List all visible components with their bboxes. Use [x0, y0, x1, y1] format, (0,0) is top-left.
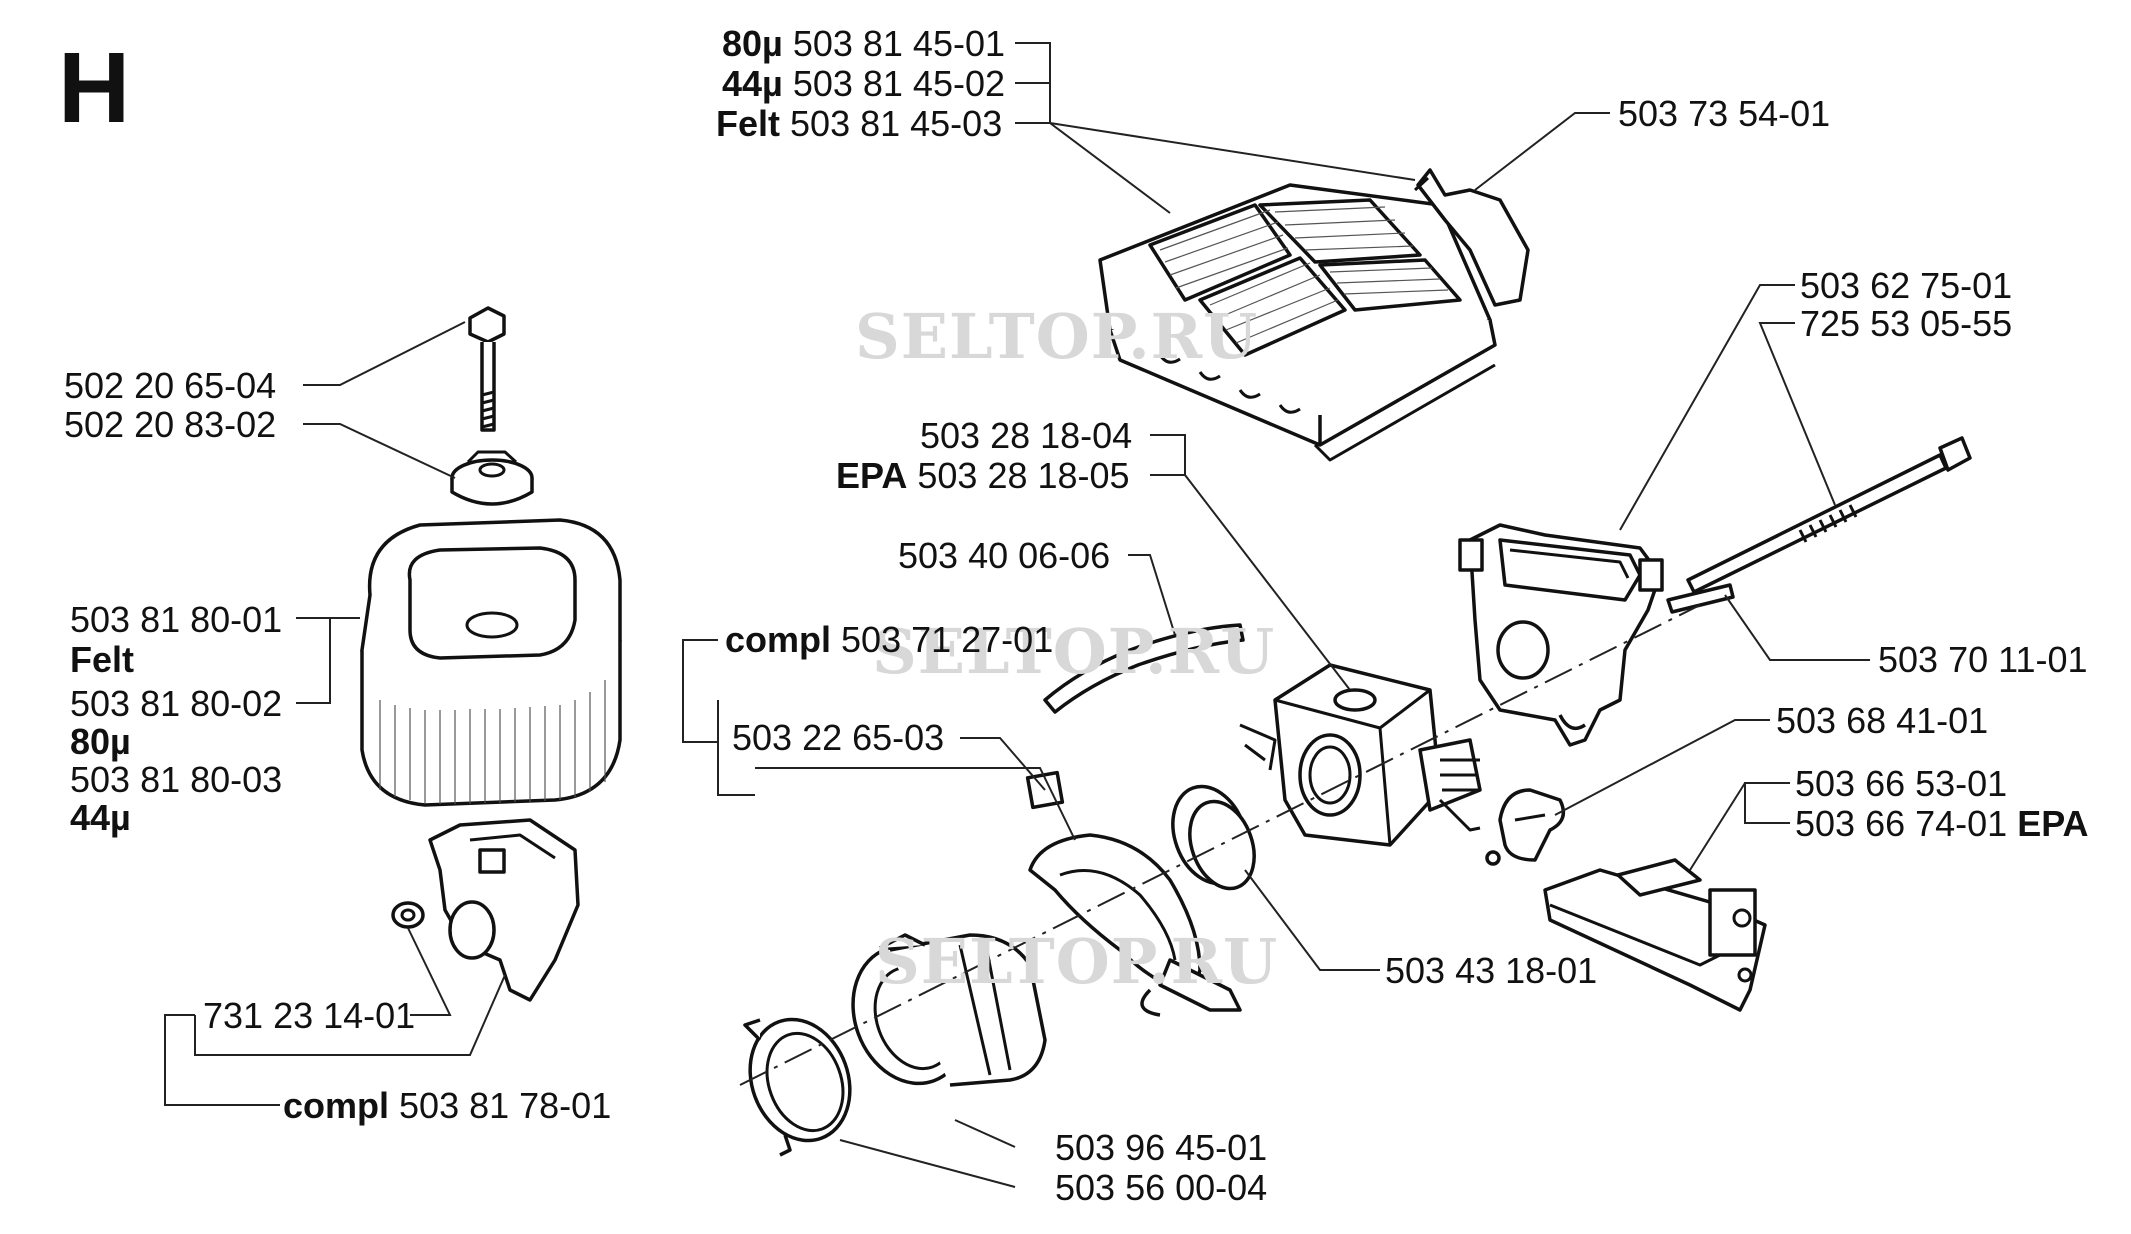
part-code: 503 81 45-01 [792, 23, 1005, 64]
air-filter-cover-drawing [1098, 168, 1530, 462]
label-carburetor-epa: EPA 503 28 18-05 [836, 458, 1130, 494]
label-prefix: Felt [70, 639, 135, 680]
label-intake-compl: compl 503 71 27-01 [725, 622, 1053, 658]
long-bolt-drawing [1686, 436, 1972, 594]
label-throttle-2: 503 66 74-01 EPA [1795, 806, 2089, 842]
label-air-filter-44: 44µ 503 81 45-02 [722, 66, 1005, 102]
small-intake-manifold-drawing [391, 818, 580, 1002]
part-code: 503 81 45-02 [792, 63, 1005, 104]
label-throttle-1: 503 66 53-01 [1795, 766, 2007, 802]
label-fuel-hose: 503 40 06-06 [898, 538, 1110, 574]
throttle-bracket-drawing [1543, 858, 1767, 1012]
label-prefix: EPA [836, 455, 908, 496]
label-seal-ring: 503 43 18-01 [1385, 953, 1597, 989]
hose-clamp-drawing [743, 1017, 852, 1157]
label-carb-bolt: 503 62 75-01 [1800, 268, 2012, 304]
label-prefix: 80µ [70, 721, 131, 762]
label-suffix: EPA [2017, 803, 2089, 844]
watermark-middle: SELTOP.RU [872, 615, 1276, 688]
part-code: 503 28 18-04 [920, 415, 1133, 456]
label-prefix: compl [725, 619, 832, 660]
label-knob-nut: 502 20 83-02 [64, 407, 276, 443]
label-prefix: compl [283, 1085, 390, 1126]
label-prefix: 44µ [70, 797, 131, 838]
label-small-nut: 731 23 14-01 [203, 998, 415, 1034]
label-round-filter-2: 503 81 80-02 [70, 686, 282, 722]
choke-drawing [1485, 788, 1566, 866]
part-code: 503 96 45-01 [1055, 1127, 1268, 1168]
part-code: 503 62 75-01 [1800, 265, 2013, 306]
rubber-intake-drawing [851, 933, 1047, 1087]
knob-nut-drawing [450, 450, 534, 506]
watermark-bottom: SELTOP.RU [875, 925, 1279, 998]
label-intake-part: 503 22 65-03 [732, 720, 944, 756]
part-code: 503 68 41-01 [1776, 700, 1989, 741]
label-round-filter-felt: Felt [70, 642, 134, 678]
intake-clamp-drawing [1025, 770, 1242, 1017]
label-prefix: Felt [716, 103, 781, 144]
part-code: 503 43 18-01 [1385, 950, 1598, 991]
label-bolt: 502 20 65-04 [64, 368, 276, 404]
part-code: 503 81 78-01 [399, 1085, 612, 1126]
carburetor-drawing [1239, 663, 1482, 847]
label-pin: 503 70 11-01 [1878, 642, 2088, 678]
part-code: 503 40 06-06 [898, 535, 1111, 576]
part-code: 503 66 74-01 [1795, 803, 2008, 844]
label-holder: 503 73 54-01 [1618, 96, 1830, 132]
part-code: 503 66 53-01 [1795, 763, 2008, 804]
pleated-filter-drawing [360, 518, 622, 807]
part-code: 503 73 54-01 [1618, 93, 1831, 134]
label-carb-bolt-2: 725 53 05-55 [1800, 306, 2012, 342]
carburetor-adapter-drawing [1458, 523, 1664, 747]
label-prefix: 80µ [722, 23, 783, 64]
label-round-filter-80: 80µ [70, 724, 131, 760]
seal-ring-drawing [1171, 784, 1256, 891]
part-code: 503 71 27-01 [841, 619, 1054, 660]
label-carburetor: 503 28 18-04 [920, 418, 1132, 454]
label-round-filter-44: 44µ [70, 800, 131, 836]
part-code: 503 81 45-03 [790, 103, 1003, 144]
bolt-drawing [468, 306, 506, 432]
label-air-filter-80: 80µ 503 81 45-01 [722, 26, 1005, 62]
part-code: 725 53 05-55 [1800, 303, 2013, 344]
section-letter: H [58, 32, 131, 144]
part-code: 503 28 18-05 [917, 455, 1130, 496]
part-code: 731 23 14-01 [203, 995, 416, 1036]
watermark-top: SELTOP.RU [855, 300, 1259, 373]
leader-lines [164, 42, 1870, 1188]
pin-drawing [1666, 583, 1735, 614]
part-code: 502 20 83-02 [64, 404, 277, 445]
part-code: 503 81 80-01 [70, 599, 283, 640]
label-choke: 503 68 41-01 [1776, 703, 1988, 739]
label-round-filter-1: 503 81 80-01 [70, 602, 282, 638]
label-prefix: 44µ [722, 63, 783, 104]
part-code: 503 22 65-03 [732, 717, 945, 758]
part-code: 502 20 65-04 [64, 365, 277, 406]
part-code: 503 81 80-02 [70, 683, 283, 724]
label-air-filter-felt: Felt 503 81 45-03 [716, 106, 1002, 142]
part-code: 503 70 11-01 [1878, 639, 2088, 680]
part-code: 503 56 00-04 [1055, 1167, 1268, 1208]
part-code: 503 81 80-03 [70, 759, 283, 800]
label-small-intake-compl: compl 503 81 78-01 [283, 1088, 611, 1124]
label-rubber-intake: 503 96 45-01 [1055, 1130, 1267, 1166]
label-round-filter-3: 503 81 80-03 [70, 762, 282, 798]
fuel-hose-drawing [1043, 623, 1245, 714]
label-hose-clamp: 503 56 00-04 [1055, 1170, 1267, 1206]
